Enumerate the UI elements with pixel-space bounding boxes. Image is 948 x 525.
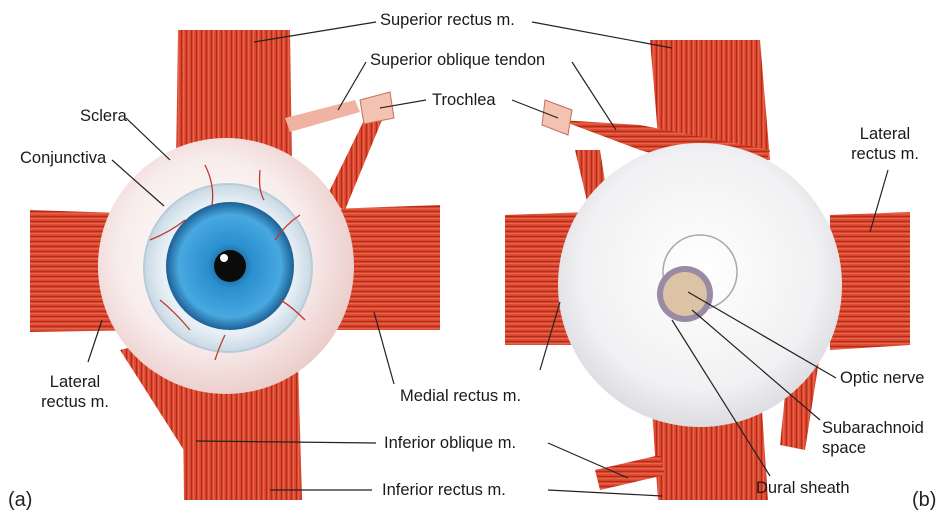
label-conjunctiva: Conjunctiva [20, 148, 106, 168]
label-sclera: Sclera [80, 106, 127, 126]
label-lateral-rectus-a: Lateral rectus m. [20, 372, 130, 412]
label-dural-sheath: Dural sheath [756, 478, 850, 498]
label-subarachnoid-line1: Subarachnoid [822, 418, 924, 438]
panel-a-drawing [30, 30, 440, 500]
label-lateral-rectus-b-line2: rectus m. [840, 144, 930, 164]
pupil-highlight [220, 254, 228, 262]
superior-oblique-tendon-a [285, 100, 360, 132]
panel-label-b: (b) [912, 490, 936, 510]
label-inferior-rectus: Inferior rectus m. [382, 480, 506, 500]
leader-so-tendon-b [572, 62, 616, 130]
superior-oblique-muscle-a [325, 112, 382, 210]
label-trochlea: Trochlea [432, 90, 496, 110]
optic-nerve-disc [663, 272, 707, 316]
panel-label-a: (a) [8, 490, 32, 510]
label-lateral-rectus-a-line1: Lateral [20, 372, 130, 392]
leader-sclera [126, 118, 170, 160]
label-medial-rectus: Medial rectus m. [400, 386, 521, 406]
leader-inferior-oblique-b [548, 443, 628, 478]
label-superior-rectus: Superior rectus m. [380, 10, 515, 30]
label-optic-nerve: Optic nerve [840, 368, 924, 388]
label-lateral-rectus-a-line2: rectus m. [20, 392, 130, 412]
trochlea-a [360, 92, 394, 124]
label-subarachnoid-line2: space [822, 438, 924, 458]
inferior-oblique-muscle-b [595, 455, 665, 490]
label-superior-oblique-tendon: Superior oblique tendon [370, 50, 545, 70]
lateral-rectus-muscle-b [830, 212, 910, 350]
label-inferior-oblique: Inferior oblique m. [384, 433, 516, 453]
pupil [214, 250, 246, 282]
label-lateral-rectus-b: Lateral rectus m. [840, 124, 930, 164]
leader-inferior-rectus-b [548, 490, 662, 496]
label-lateral-rectus-b-line1: Lateral [840, 124, 930, 144]
label-subarachnoid-space: Subarachnoid space [822, 418, 924, 458]
leader-superior-rectus-b [532, 22, 672, 48]
